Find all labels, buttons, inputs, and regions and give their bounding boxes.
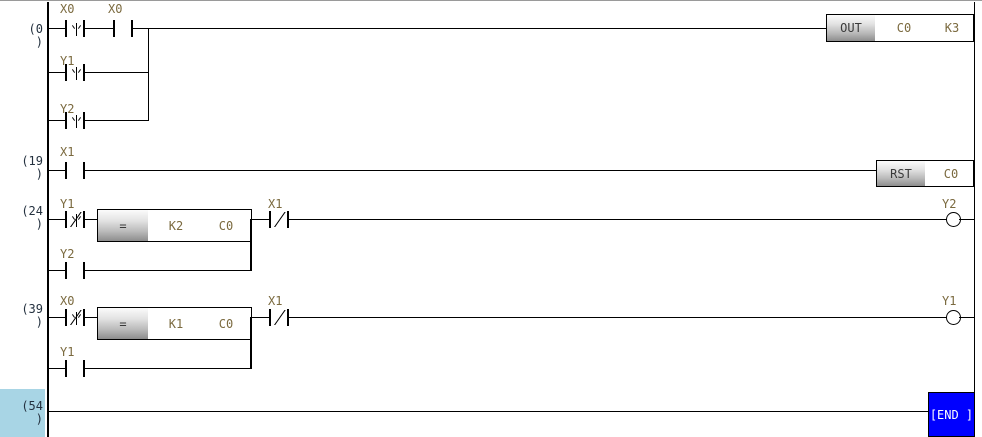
wire-r0-branch3-a [49, 120, 62, 121]
step-number-39: (39 ) [21, 302, 43, 329]
wire-r39-e [968, 317, 975, 318]
device-label-y2-r0: Y2 [60, 102, 75, 116]
contact-x1-nc-r24[interactable] [266, 211, 292, 228]
wire-r24-c [252, 219, 268, 220]
contact-x0-nc-pulse-r39[interactable] [62, 309, 88, 326]
wire-r39-branch-b [88, 368, 251, 369]
instruction-arg-k1: K1 [168, 316, 184, 331]
wire-r0-b [88, 28, 110, 29]
device-label-y2-coil-r24: Y2 [942, 197, 957, 211]
device-label-x0-b: X0 [108, 2, 123, 16]
contact-y1-nc-pulse-r24[interactable] [62, 211, 88, 228]
wire-r24-branch-b [88, 270, 251, 271]
branch-rail-r0-right [148, 28, 149, 121]
wire-r24-d [292, 219, 942, 220]
wire-r0-branch3-b [88, 120, 149, 121]
instruction-rst-block[interactable]: RST C0 [876, 160, 974, 187]
device-label-x0-a: X0 [60, 2, 75, 16]
wire-r24-a [49, 219, 62, 220]
wire-r19-b [88, 170, 878, 171]
instruction-compare-block-r39[interactable]: = K1 C0 [97, 307, 252, 340]
step-number-19: (19 ) [21, 154, 43, 181]
window-top-border [0, 0, 982, 1]
contact-y1-pulse-r0[interactable] [62, 64, 88, 81]
step-number-24: (24 ) [21, 204, 43, 231]
instruction-arg-c0-r39: C0 [218, 316, 234, 331]
branch-rail-r24-right [250, 219, 252, 271]
device-label-x1-r19: X1 [60, 145, 75, 159]
instruction-out-block[interactable]: OUT C0 K3 [826, 14, 974, 42]
wire-r24-e [968, 219, 975, 220]
device-label-y1-r24: Y1 [60, 197, 75, 211]
contact-x1-nc-r39[interactable] [266, 309, 292, 326]
contact-x1-no-r19[interactable] [62, 162, 88, 179]
contact-x0-no[interactable] [110, 20, 136, 37]
wire-r24-b [88, 219, 97, 220]
instruction-arg-k2: K2 [168, 218, 184, 233]
wire-r0-branch2-b [88, 72, 149, 73]
wire-r39-d [292, 317, 942, 318]
contact-y2-pulse-r0[interactable] [62, 112, 88, 129]
wire-r39-b [88, 317, 97, 318]
window-top-border-inner [0, 1, 982, 2]
left-power-rail [47, 2, 49, 437]
device-label-y1-coil-r39: Y1 [942, 294, 957, 308]
branch-rail-r39-right [250, 317, 252, 369]
device-label-y1-r0: Y1 [60, 54, 75, 68]
wire-r39-c [252, 317, 268, 318]
device-label-x1-r24: X1 [268, 197, 283, 211]
wire-r0-branch2-a [49, 72, 62, 73]
wire-r39-a [49, 317, 62, 318]
step-number-54-selected[interactable]: (54 ) [0, 389, 45, 437]
wire-r39-branch-a [49, 368, 62, 369]
instruction-arg-c0-rst: C0 [943, 166, 959, 181]
wire-r0-a [49, 28, 62, 29]
wire-r0-c [136, 28, 828, 29]
instruction-opcode-equal-r39: = [98, 308, 148, 339]
instruction-arg-c0-r24: C0 [218, 218, 234, 233]
wire-r24-branch-a [49, 270, 62, 271]
contact-y2-no-r24[interactable] [62, 262, 88, 279]
instruction-opcode-equal-r24: = [98, 210, 148, 241]
instruction-opcode-rst: RST [877, 161, 925, 186]
end-instruction-block[interactable]: [END ] [928, 392, 975, 437]
instruction-compare-block-r24[interactable]: = K2 C0 [97, 209, 252, 242]
instruction-opcode: OUT [827, 15, 875, 41]
wire-r19-a [49, 170, 62, 171]
device-label-y2-r24: Y2 [60, 247, 75, 261]
wire-r54 [49, 411, 928, 412]
device-label-y1-r39: Y1 [60, 345, 75, 359]
instruction-arg-k3: K3 [944, 21, 960, 35]
coil-y2[interactable] [938, 211, 968, 228]
device-label-x0-r39: X0 [60, 294, 75, 308]
coil-y1[interactable] [938, 309, 968, 326]
contact-y1-no-r39[interactable] [62, 360, 88, 377]
step-number-0: (0 ) [28, 22, 43, 49]
instruction-arg-c0: C0 [896, 21, 912, 35]
device-label-x1-r39: X1 [268, 294, 283, 308]
contact-x0-pulse[interactable] [62, 20, 88, 37]
